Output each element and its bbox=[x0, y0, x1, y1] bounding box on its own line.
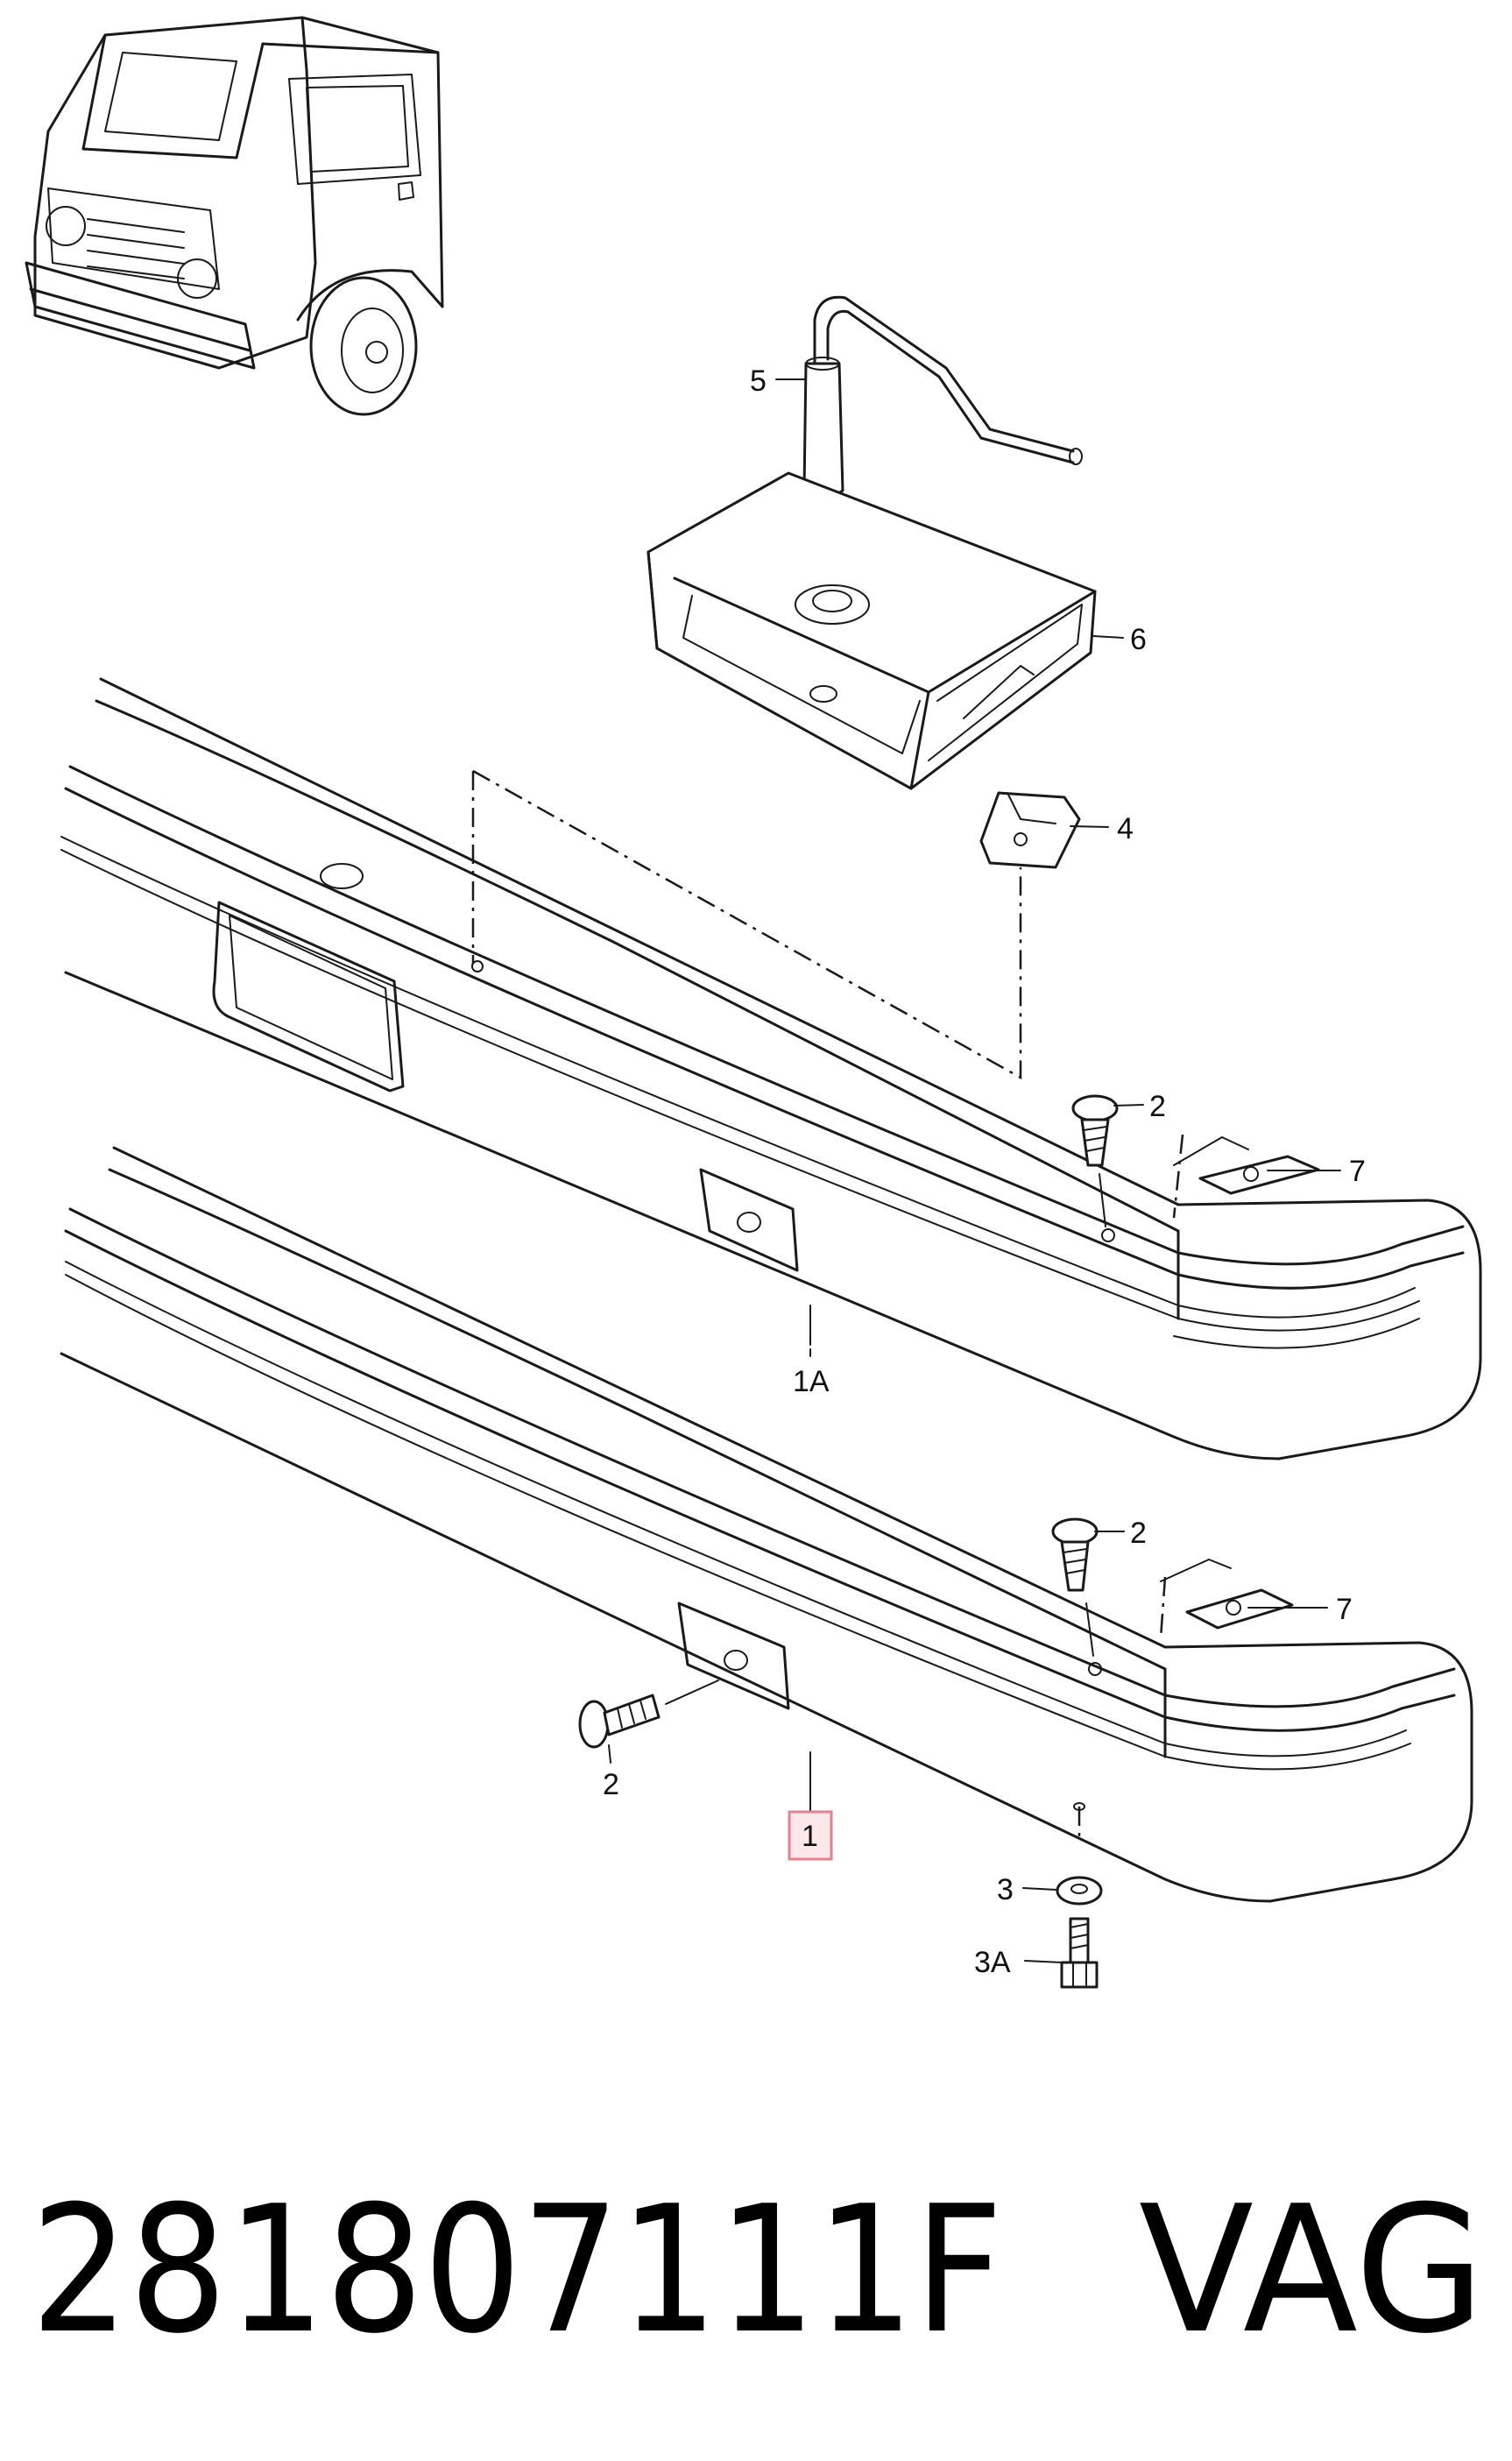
leader-6 bbox=[1092, 635, 1124, 639]
callout-2-left: 2 bbox=[603, 1768, 619, 1801]
alignment-line-7b bbox=[1159, 1576, 1167, 1639]
part-5-pin bbox=[802, 295, 1083, 499]
callout-3A: 3A bbox=[974, 1946, 1011, 1979]
part-3-washer bbox=[1056, 1802, 1103, 1906]
part-2-screw-mid bbox=[1051, 1517, 1099, 1657]
brand-label: VAG bbox=[1139, 2168, 1485, 2373]
callout-6: 6 bbox=[1130, 623, 1147, 656]
callout-1-highlight bbox=[788, 1810, 833, 1861]
leader-2-top bbox=[1113, 1104, 1144, 1107]
part-1A-bumper bbox=[60, 677, 1482, 1460]
leader-2-left bbox=[608, 1744, 611, 1764]
leader-3A bbox=[1024, 1960, 1063, 1963]
callout-5: 5 bbox=[750, 364, 767, 398]
part-1-bumper bbox=[60, 1146, 1473, 1903]
part-2-screw-left bbox=[578, 1680, 719, 1749]
leader-4 bbox=[1070, 825, 1109, 828]
callout-1A: 1A bbox=[793, 1365, 830, 1398]
callout-3: 3 bbox=[997, 1873, 1014, 1906]
part-7-clip-mid bbox=[1160, 1559, 1294, 1630]
part-6-bracket bbox=[646, 471, 1097, 790]
part-number: 281807111F bbox=[31, 2168, 1003, 2373]
callout-7-top: 7 bbox=[1349, 1155, 1366, 1188]
alignment-line-upper bbox=[471, 769, 1022, 1080]
part-4-clip bbox=[979, 791, 1081, 869]
callout-2-mid: 2 bbox=[1130, 1517, 1147, 1550]
leader-3 bbox=[1022, 1887, 1057, 1891]
callout-4: 4 bbox=[1117, 812, 1134, 845]
callout-7-mid: 7 bbox=[1336, 1593, 1353, 1626]
vehicle-thumbnail bbox=[25, 16, 444, 416]
part-2-screw-top bbox=[1071, 1094, 1119, 1227]
part-3A-bolt bbox=[1060, 1917, 1099, 1989]
part-7-clip-top bbox=[1173, 1136, 1320, 1195]
alignment-line-7 bbox=[1172, 1134, 1184, 1219]
callout-1: 1 bbox=[802, 1820, 818, 1853]
callout-2-top: 2 bbox=[1149, 1090, 1166, 1123]
